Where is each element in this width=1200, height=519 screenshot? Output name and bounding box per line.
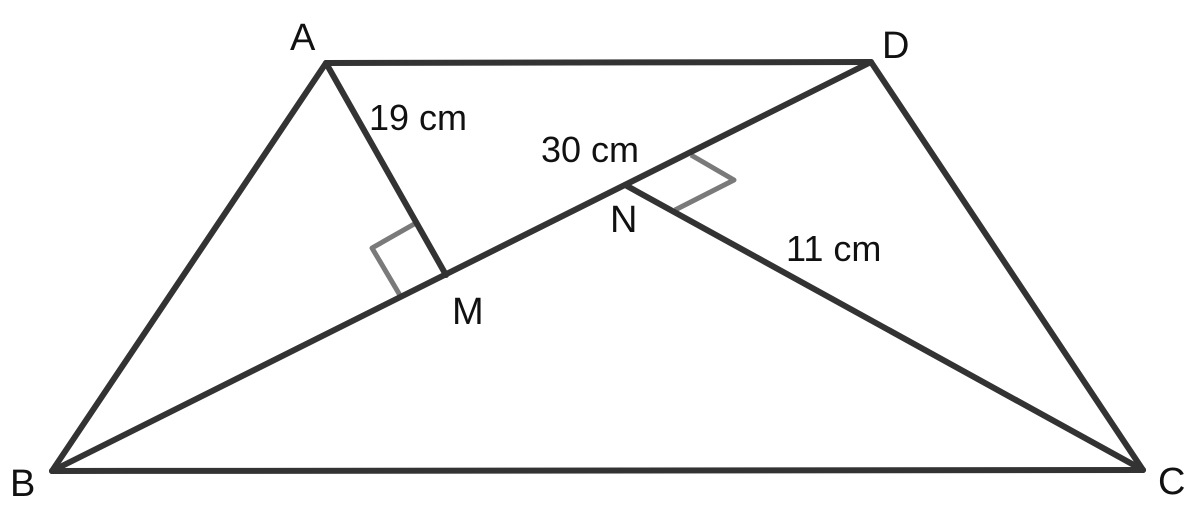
point-label-m: M — [452, 291, 484, 333]
segment-am — [323, 60, 449, 278]
point-label-b: B — [10, 463, 35, 505]
segment-dc — [868, 59, 1146, 473]
segment-nc — [624, 183, 1146, 473]
right-angle-marker-n — [673, 152, 737, 213]
point-label-c: C — [1158, 461, 1185, 503]
point-label-n: N — [610, 199, 637, 241]
segment-bc — [49, 467, 1146, 474]
point-label-d: D — [882, 25, 909, 67]
right-angle-marker-m — [369, 220, 418, 299]
measurement-bd: 30 cm — [541, 129, 639, 170]
measurement-am: 19 cm — [369, 97, 467, 138]
measurement-cn: 11 cm — [786, 228, 881, 269]
point-label-a: A — [290, 17, 316, 59]
segment-bd — [49, 59, 874, 474]
segment-ad — [323, 59, 874, 66]
segment-ab — [49, 60, 329, 474]
